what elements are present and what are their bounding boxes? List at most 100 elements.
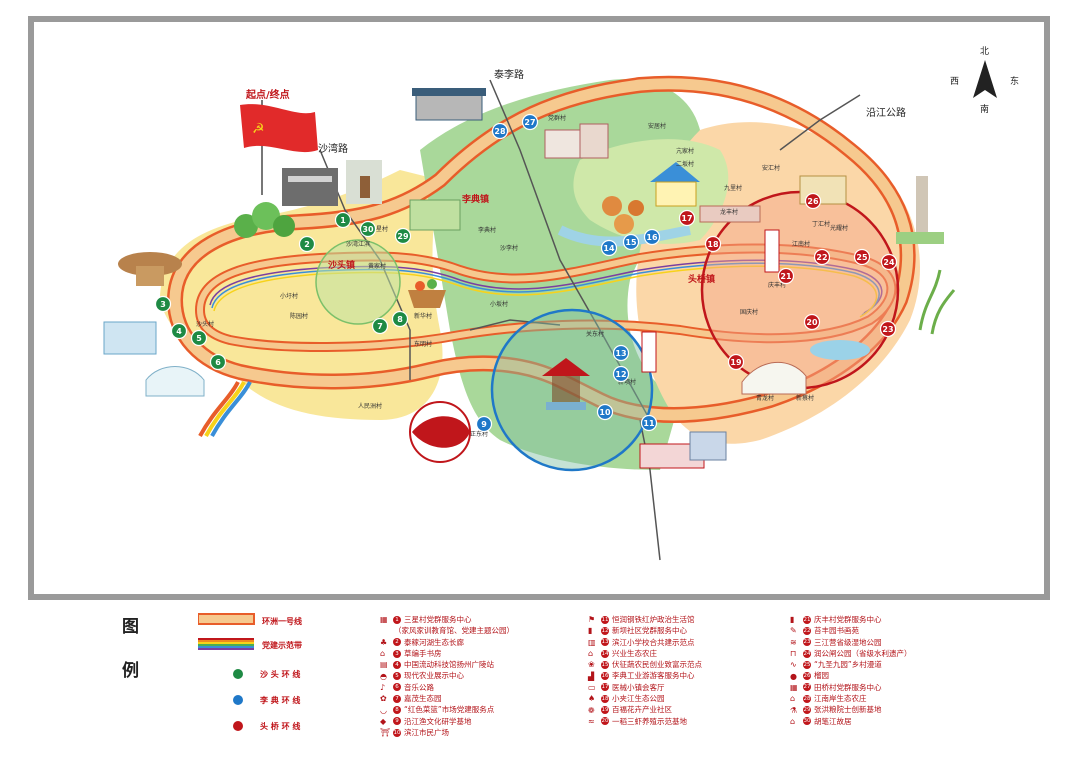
legend-item-number: 20 bbox=[601, 717, 609, 726]
legend-item-number: 19 bbox=[601, 706, 609, 715]
plaza-building-icon bbox=[639, 431, 727, 469]
road-label-shawan: 沙湾路 bbox=[318, 142, 348, 155]
map-canvas[interactable]: ☭ bbox=[0, 0, 1080, 600]
village-label: 黄家村 bbox=[368, 262, 386, 270]
stop-marker-23[interactable] bbox=[879, 320, 897, 338]
pavilion-green-icon bbox=[409, 199, 461, 231]
stop-number-13: 13 bbox=[615, 349, 626, 358]
stop-marker-9[interactable] bbox=[475, 415, 493, 433]
stop-number-11: 11 bbox=[643, 419, 655, 428]
village-label: 安汇村 bbox=[762, 164, 780, 172]
stop-marker-16[interactable] bbox=[643, 228, 661, 246]
legend-item-number: 28 bbox=[803, 694, 811, 703]
stop-marker-25[interactable] bbox=[853, 248, 871, 266]
village-label: 新坝村 bbox=[618, 378, 636, 386]
stop-marker-4[interactable] bbox=[170, 322, 188, 340]
stop-marker-29[interactable] bbox=[394, 227, 412, 245]
stop-marker-24[interactable] bbox=[880, 253, 898, 271]
stop-marker-3[interactable] bbox=[154, 295, 172, 313]
stop-marker-15[interactable] bbox=[622, 233, 640, 251]
road-taili bbox=[489, 79, 651, 421]
stop-marker-7[interactable] bbox=[371, 317, 389, 335]
pavilion-icon: ⛩ bbox=[380, 728, 391, 738]
factory-icon: ▟ bbox=[588, 671, 595, 681]
legend-item-text: 新坝社区党群服务中心 bbox=[612, 626, 687, 636]
fish-icon bbox=[409, 401, 471, 463]
fish-icon: ◆ bbox=[380, 716, 387, 726]
village-label: 新蔡村 bbox=[796, 394, 814, 402]
stop-marker-17[interactable] bbox=[678, 209, 696, 227]
legend-item-number: 27 bbox=[803, 683, 811, 692]
road-cross bbox=[469, 319, 561, 331]
stop-marker-5[interactable] bbox=[190, 329, 208, 347]
stop-marker-28[interactable] bbox=[491, 122, 509, 140]
legend-dot-swatches bbox=[233, 669, 243, 731]
legend-item-number: 15 bbox=[601, 660, 609, 669]
banner-icon bbox=[641, 229, 780, 373]
hall-building-icon bbox=[699, 205, 761, 223]
stop-marker-30[interactable] bbox=[359, 220, 377, 238]
stop-marker-6[interactable] bbox=[209, 353, 227, 371]
legend-item: ◡8“红色菜篮”市场党建服务点 bbox=[380, 704, 514, 715]
stop-marker-2[interactable] bbox=[298, 235, 316, 253]
village-label: 沙头村 bbox=[196, 320, 214, 328]
stop-marker-21[interactable] bbox=[777, 267, 795, 285]
legend-item-text: 音乐公路 bbox=[404, 682, 434, 692]
stop-marker-1[interactable] bbox=[334, 211, 352, 229]
stop-marker-27[interactable] bbox=[521, 113, 539, 131]
pavilion-icon bbox=[542, 358, 590, 410]
tree-cluster-icon bbox=[234, 202, 295, 238]
village-label: 李典村 bbox=[478, 226, 496, 234]
stop-marker-13[interactable] bbox=[612, 344, 630, 362]
legend-item-text: 张洪粮院士创新基地 bbox=[814, 705, 882, 715]
legend-line-swatches bbox=[198, 613, 255, 650]
legend-item-text: 三江营省级湿地公园 bbox=[814, 637, 882, 647]
legend: 图 例 环洲一号线 党建示范带 沙 头 环 线 李 典 环 线 头 桥 环 线 bbox=[0, 600, 1080, 764]
legend-item-number: 23 bbox=[803, 638, 811, 647]
compass-west-label: 西 bbox=[950, 76, 959, 87]
stop-marker-14[interactable] bbox=[600, 239, 618, 257]
legend-item-text: 中国流动科技馆扬州广陵站 bbox=[404, 660, 494, 670]
stop-marker-8[interactable] bbox=[391, 310, 409, 328]
circle-shatou bbox=[315, 239, 401, 325]
legend-item-number: 11 bbox=[601, 615, 609, 624]
stop-number-26: 26 bbox=[807, 197, 819, 206]
party-band-2 bbox=[211, 262, 880, 316]
village-label: 江南村 bbox=[792, 240, 810, 248]
stop-marker-26[interactable] bbox=[804, 192, 822, 210]
stop-marker-18[interactable] bbox=[704, 235, 722, 253]
wetland-reed-icon bbox=[918, 269, 956, 335]
legend-item-number: 2 bbox=[393, 638, 401, 647]
legend-item-number: 1 bbox=[393, 615, 401, 624]
stop-marker-20[interactable] bbox=[803, 313, 821, 331]
stop-number-12: 12 bbox=[615, 370, 626, 379]
legend-label-touqiao: 头 桥 环 线 bbox=[260, 722, 301, 731]
stop-marker-12[interactable] bbox=[612, 365, 630, 383]
stop-marker-10[interactable] bbox=[596, 403, 614, 421]
stop-marker-11[interactable] bbox=[640, 414, 658, 432]
stop-number-5: 5 bbox=[196, 334, 202, 343]
hall-icon: ▭ bbox=[588, 682, 596, 692]
legend-dot-touqiao bbox=[233, 721, 243, 731]
vegetable-icon: ❀ bbox=[588, 660, 595, 670]
legend-title-bottom: 例 bbox=[122, 661, 139, 681]
legend-item-text: 百福花卉产业社区 bbox=[612, 705, 672, 715]
stop-number-18: 18 bbox=[707, 240, 719, 249]
village-label: 安居村 bbox=[648, 122, 666, 130]
hut-icon bbox=[118, 252, 182, 286]
stop-number-28: 28 bbox=[494, 127, 506, 136]
village-label: 九里村 bbox=[724, 184, 742, 192]
stop-marker-19[interactable] bbox=[727, 353, 745, 371]
stop-number-6: 6 bbox=[215, 358, 221, 367]
hut-icon: ⌂ bbox=[380, 649, 386, 659]
stop-marker-22[interactable] bbox=[813, 248, 831, 266]
park-icon: ♠ bbox=[588, 694, 596, 704]
museum-icon bbox=[103, 321, 157, 355]
